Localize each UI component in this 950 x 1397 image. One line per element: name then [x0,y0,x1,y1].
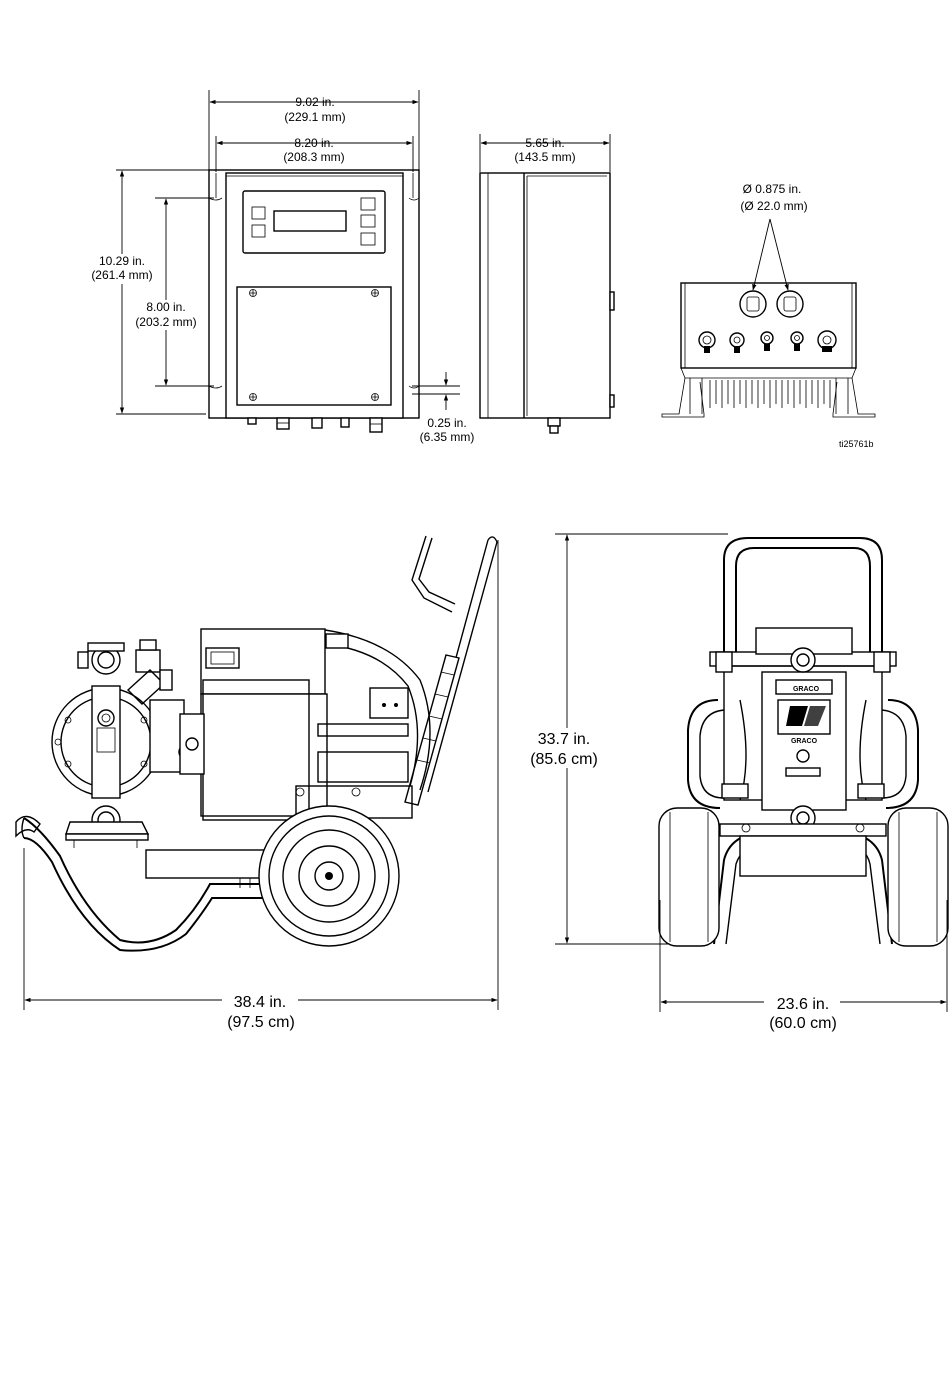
depth-label: 5.65 in. [525,136,564,150]
brand-logo: GRACO [791,738,818,745]
overall-height-label: 10.29 in. [99,254,145,268]
overall-width-label: 9.02 in. [295,95,334,109]
cart-handle [405,536,497,805]
mount-height-label: 8.00 in. [146,300,185,314]
cart-front-frame [659,808,948,946]
port-diameter-metric: (Ø 22.0 mm) [740,199,807,213]
cart-height-label: 33.7 in. [538,731,590,748]
motor-controller [180,629,430,820]
control-box-front-view [209,170,419,432]
cart-front-view: GRACO GRACO 33.7 in [525,534,948,1032]
cart-width-label: 23.6 in. [777,996,829,1013]
brand-logo-small: GRACO [793,686,820,693]
overall-width-metric: (229.1 mm) [284,110,345,124]
mount-width-metric: (208.3 mm) [283,150,344,164]
cart-length-label: 38.4 in. [234,994,286,1011]
control-box-side-view: 5.65 in. (143.5 mm) [480,134,614,433]
bottom-fittings [248,418,382,432]
mount-offset-label: 0.25 in. [427,416,466,430]
drawing-id-label: ti25761b [839,439,874,449]
overall-height-metric: (261.4 mm) [91,268,152,282]
mount-width-label: 8.20 in. [294,136,333,150]
control-box-bottom-view: Ø 0.875 in. (Ø 22.0 mm) [662,182,875,417]
port-diameter-label: Ø 0.875 in. [743,182,802,196]
cart-side-view: 38.4 in. (97.5 cm) [16,536,498,1031]
diaphragm-pump [52,640,193,848]
mount-offset-metric: (6.35 mm) [420,430,475,444]
cart-length-metric: (97.5 cm) [227,1014,295,1031]
cart-width-metric: (60.0 cm) [769,1015,837,1032]
depth-metric: (143.5 mm) [514,150,575,164]
mount-height-metric: (203.2 mm) [135,315,196,329]
cart-height-metric: (85.6 cm) [530,751,598,768]
